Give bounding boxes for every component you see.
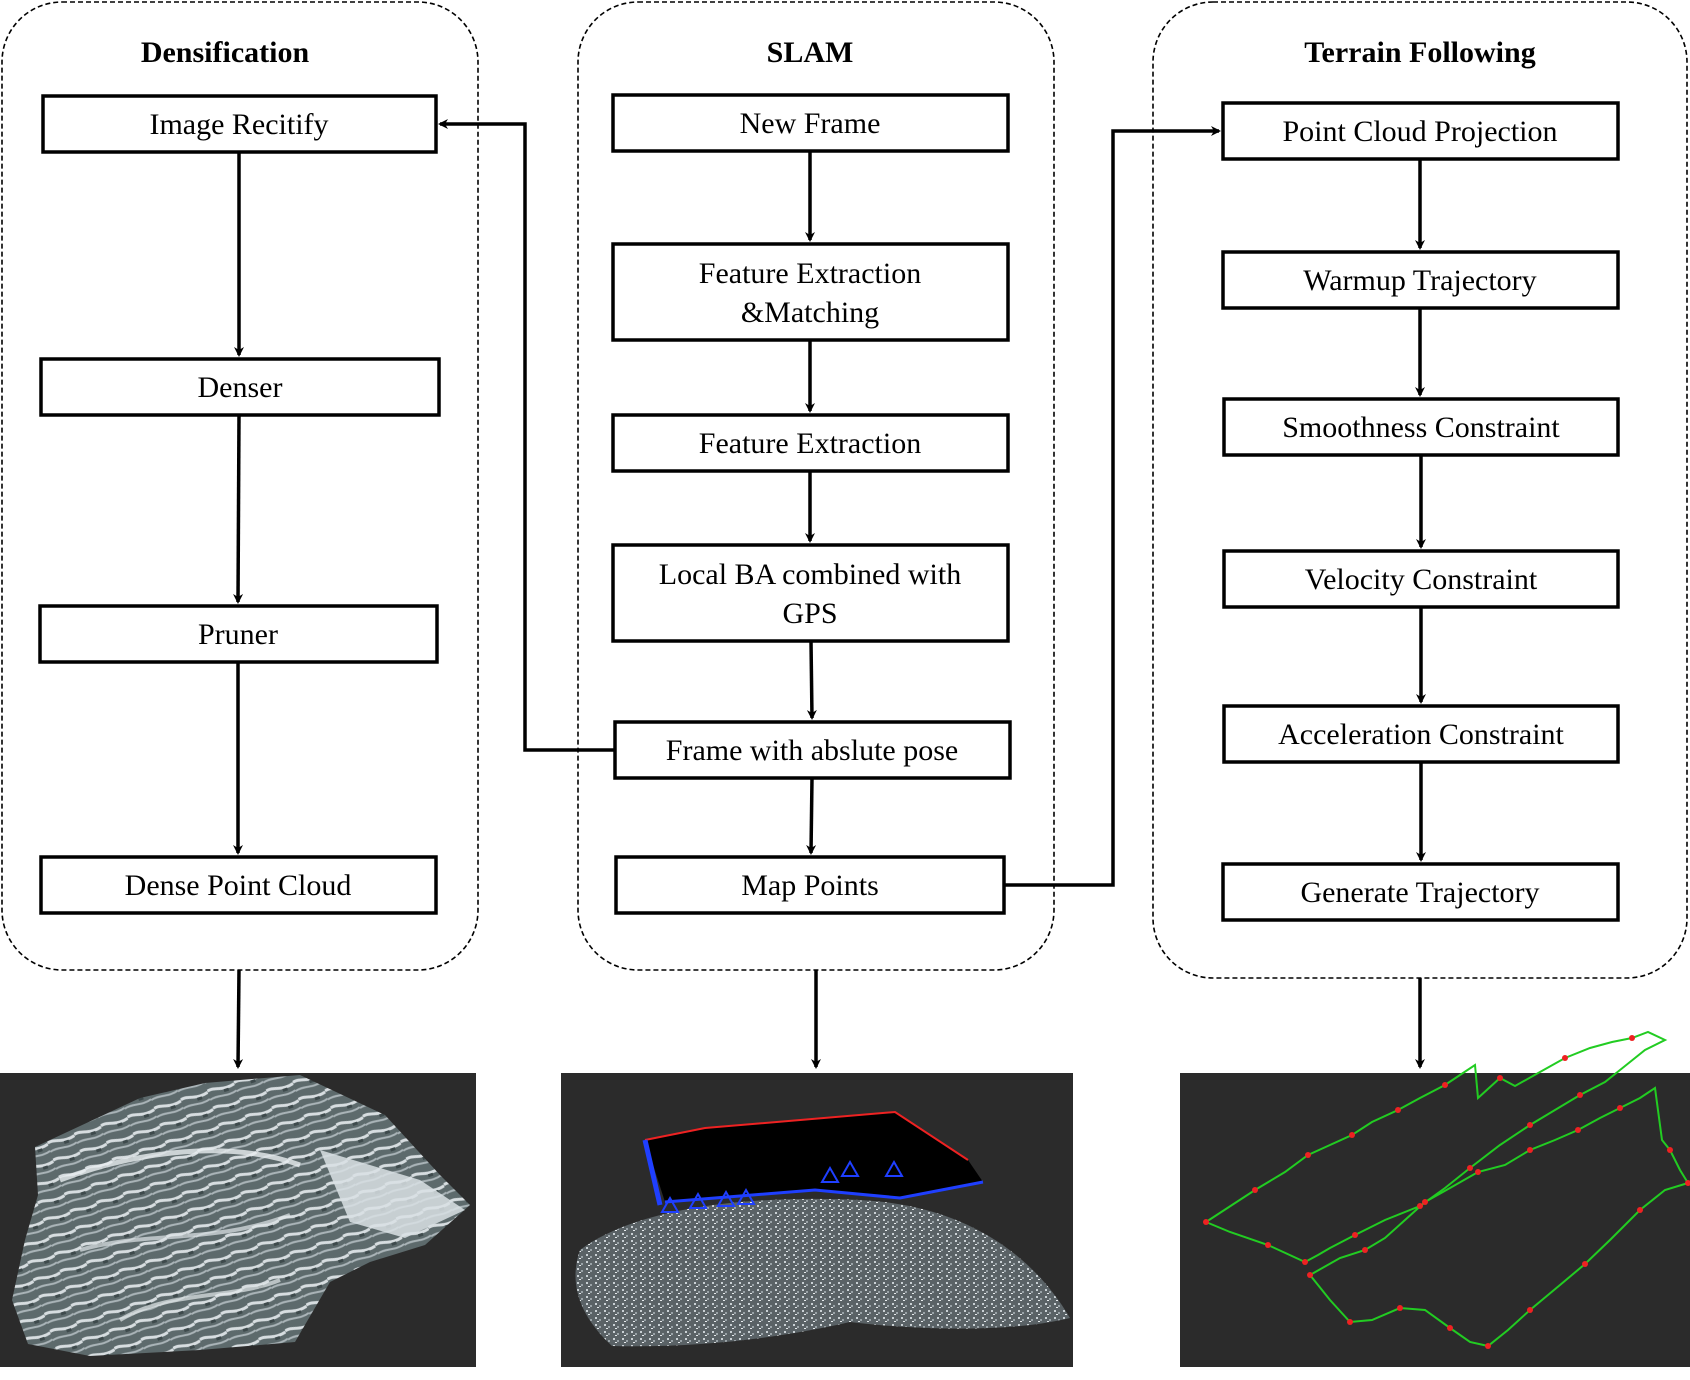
arrow-densification-to-render <box>233 969 244 1069</box>
svg-text:Map Points: Map Points <box>741 869 879 902</box>
arrow-denser-to-pruner <box>233 414 244 604</box>
svg-text:Feature Extraction: Feature Extraction <box>699 427 921 460</box>
svg-text:Acceleration Constraint: Acceleration Constraint <box>1278 718 1564 751</box>
step-velocity-constraint: Velocity Constraint <box>1222 549 1620 609</box>
arrow-pose-to-mappoints <box>806 777 817 855</box>
step-feature-extraction-matching: Feature Extraction &Matching <box>611 242 1010 342</box>
step-new-frame: New Frame <box>611 93 1010 153</box>
svg-text:Warmup Trajectory: Warmup Trajectory <box>1303 264 1536 297</box>
svg-text:Feature Extraction: Feature Extraction <box>699 257 921 290</box>
step-denser: Denser <box>39 357 441 417</box>
trajectory-render <box>1180 1030 1690 1367</box>
step-point-cloud-projection: Point Cloud Projection <box>1221 101 1620 161</box>
svg-text:&Matching: &Matching <box>741 296 879 329</box>
step-map-points: Map Points <box>614 855 1006 915</box>
svg-text:Velocity Constraint: Velocity Constraint <box>1305 563 1538 596</box>
dense-point-cloud-render <box>0 1073 476 1367</box>
step-frame-absolute-pose: Frame with abslute pose <box>613 720 1012 780</box>
slam-render <box>561 1073 1073 1367</box>
svg-text:Point Cloud Projection: Point Cloud Projection <box>1282 115 1557 148</box>
svg-text:Image Recitify: Image Recitify <box>149 108 328 141</box>
terrain-following-title: Terrain Following <box>1304 36 1535 69</box>
densification-title: Densification <box>141 36 310 69</box>
svg-text:Generate Trajectory: Generate Trajectory <box>1300 876 1539 909</box>
connector-mappoints-to-projection <box>1004 126 1221 887</box>
step-warmup-trajectory: Warmup Trajectory <box>1221 250 1620 310</box>
svg-text:Pruner: Pruner <box>198 618 278 651</box>
step-smoothness-constraint: Smoothness Constraint <box>1222 397 1620 457</box>
slam-title: SLAM <box>767 36 854 69</box>
densification-group <box>1 1 479 971</box>
step-local-ba-gps: Local BA combined with GPS <box>611 543 1010 643</box>
step-acceleration-constraint: Acceleration Constraint <box>1222 704 1620 764</box>
svg-text:Smoothness Constraint: Smoothness Constraint <box>1282 411 1560 444</box>
step-pruner: Pruner <box>38 604 439 664</box>
svg-text:New Frame: New Frame <box>740 107 881 140</box>
svg-text:Denser: Denser <box>198 371 283 404</box>
svg-text:GPS: GPS <box>782 597 837 630</box>
svg-text:Local BA combined with: Local BA combined with <box>659 558 961 591</box>
step-generate-trajectory: Generate Trajectory <box>1221 862 1620 922</box>
step-image-rectify: Image Recitify <box>41 94 438 154</box>
step-dense-point-cloud: Dense Point Cloud <box>39 855 438 915</box>
connector-pose-to-rectify <box>438 119 615 752</box>
step-feature-extraction: Feature Extraction <box>611 413 1010 473</box>
arrow-ba-to-pose <box>806 640 817 720</box>
svg-text:Dense Point Cloud: Dense Point Cloud <box>125 869 352 902</box>
svg-text:Frame with abslute pose: Frame with abslute pose <box>666 734 958 767</box>
